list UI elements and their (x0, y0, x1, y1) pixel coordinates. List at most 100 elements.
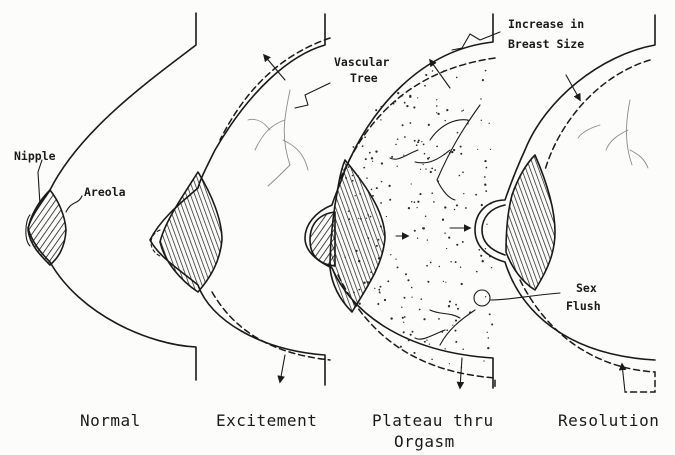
stipple-dot (450, 261, 452, 263)
stipple-dot (444, 232, 445, 233)
stipple-dot (395, 258, 396, 259)
areola-leader-line (66, 196, 82, 212)
stipple-dot (484, 160, 486, 162)
stipple-dot (403, 331, 405, 333)
stipple-dot (455, 304, 457, 306)
label-flush: Flush (566, 299, 601, 313)
stipple-dot (375, 150, 377, 152)
stipple-dot (397, 138, 399, 140)
stipple-dot (404, 297, 406, 299)
stipple-dot (460, 153, 462, 155)
label-increase-in: Increase in (508, 17, 584, 31)
stipple-dot (390, 254, 391, 255)
stipple-dot (432, 70, 433, 71)
vascular-leader-line (295, 83, 330, 108)
stipple-dot (459, 175, 461, 177)
stipple-dot (449, 301, 451, 303)
stipple-dot (402, 124, 404, 126)
stipple-dot (488, 337, 489, 338)
stipple-dot (489, 123, 490, 124)
stipple-dot (403, 155, 404, 156)
stipple-dot (406, 337, 408, 339)
stipple-dot (408, 207, 410, 209)
stipple-dot (431, 167, 433, 169)
excitement-breast-outline (150, 14, 325, 385)
stipple-dot (377, 303, 379, 305)
stipple-dot (455, 341, 457, 343)
plateau-breast-outline (305, 14, 493, 388)
stipple-dot (401, 95, 402, 96)
stipple-dot (388, 106, 389, 107)
stipple-dot (453, 149, 455, 151)
stipple-dot (480, 98, 481, 99)
stipple-dot (462, 348, 463, 349)
sex-flush-leader-line (490, 293, 560, 300)
stipple-dot (443, 70, 444, 71)
stipple-dot (460, 267, 461, 268)
stipple-dot (423, 318, 425, 320)
plateau-vascular-tree (390, 105, 480, 345)
stipple-dot (444, 206, 446, 208)
caption-normal: Normal (80, 411, 141, 430)
stipple-dot (490, 149, 491, 150)
stipple-dot (443, 281, 444, 282)
plateau-nipple (310, 212, 335, 266)
caption-resolution: Resolution (558, 411, 659, 430)
stipple-dot (371, 189, 373, 191)
stipple-dot (426, 339, 427, 340)
stipple-dot (390, 317, 392, 319)
stipple-dot (442, 219, 444, 221)
stipple-dot (414, 140, 416, 142)
stipple-dot (429, 343, 430, 344)
stipple-dot (391, 156, 393, 158)
stipple-dot (404, 316, 406, 318)
stipple-dot (409, 95, 411, 97)
stipple-dot (411, 287, 413, 289)
stipple-dot (439, 266, 440, 267)
label-vascular: Vascular (334, 55, 389, 69)
stipple-dot (436, 112, 437, 113)
stipple-dot (475, 194, 477, 196)
stipple-dot (424, 153, 426, 155)
stipple-dot (380, 119, 381, 120)
stipple-dot (434, 169, 436, 171)
resolution-arrow-up (622, 364, 625, 392)
stipple-dot (384, 299, 386, 301)
stipple-dot (417, 141, 419, 143)
stipple-dot (362, 145, 364, 147)
stipple-dot (436, 105, 438, 107)
excitement-vascular-tree (248, 90, 308, 186)
stipple-dot (423, 227, 425, 229)
stipple-dot (448, 237, 450, 239)
stipple-dot (380, 286, 382, 288)
stipple-dot (485, 296, 486, 297)
stipple-dot (484, 184, 486, 186)
stipple-dot (463, 193, 464, 194)
stipple-dot (487, 332, 488, 333)
stipple-dot (433, 201, 435, 203)
stipple-dot (455, 320, 457, 322)
resolution-breast-outline (475, 15, 655, 360)
stipple-dot (462, 241, 464, 243)
stipple-dot (419, 193, 421, 195)
stipple-dot (446, 248, 447, 249)
stipple-dot (446, 109, 448, 111)
stipple-dot (417, 238, 418, 239)
stipple-dot (410, 334, 412, 336)
stipple-dot (401, 307, 402, 308)
stipple-dot (460, 146, 462, 148)
stipple-dot (457, 132, 459, 134)
stipple-dot (414, 230, 416, 232)
stipple-dot (387, 280, 389, 282)
stipple-dot (404, 136, 406, 138)
stipple-dot (413, 106, 415, 108)
stipple-dot (407, 279, 409, 281)
caption-plateau: Plateau thru (372, 411, 494, 430)
stipple-dot (389, 199, 391, 201)
stipple-dot (420, 298, 422, 300)
stipple-dot (408, 339, 410, 341)
stipple-dot (481, 120, 482, 121)
label-areola: Areola (84, 185, 126, 199)
stipple-dot (423, 144, 425, 146)
